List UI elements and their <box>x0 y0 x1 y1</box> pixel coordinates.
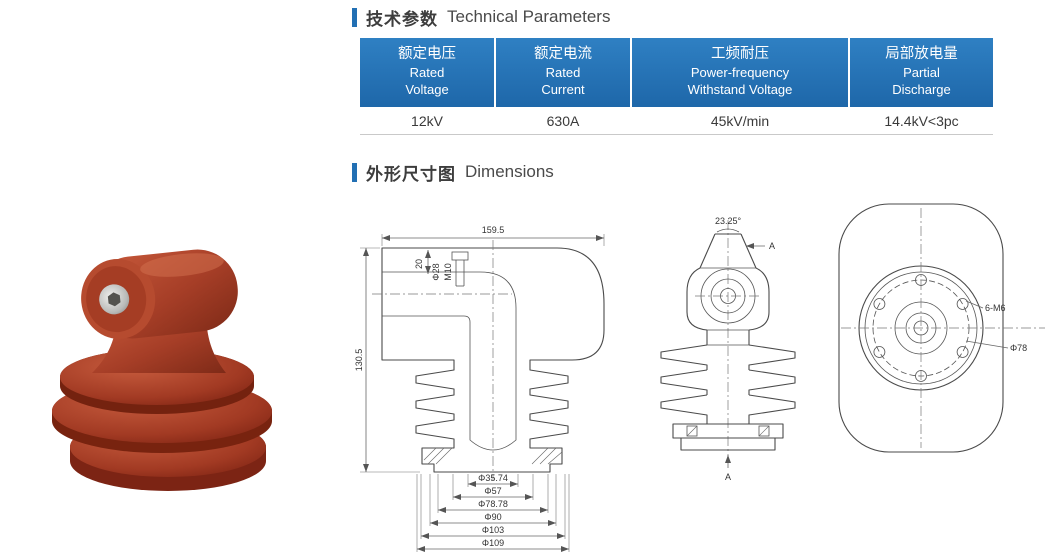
bottom-view-drawing: 6-M6 Φ78 <box>838 203 1045 453</box>
dim-label-depth: 20 <box>414 259 424 269</box>
header-withstand-voltage: 工频耐压 Power-frequency Withstand Voltage <box>632 38 848 107</box>
side-dimensions: 23.25° A A <box>715 216 775 482</box>
value-partial-discharge: 14.4kV<3pc <box>884 112 959 129</box>
product-photo <box>52 249 272 491</box>
section-title-dimensions-en: Dimensions <box>465 162 554 181</box>
dim-label-d6: Φ109 <box>482 538 504 548</box>
dim-label-angle: 23.25° <box>715 216 742 226</box>
section-title-technical-en: Technical Parameters <box>447 7 611 26</box>
dim-label-d1: Φ35.74 <box>478 473 508 483</box>
value-rated-voltage: 12kV <box>411 112 443 129</box>
bolt-holes <box>873 274 969 382</box>
dimension-lines: 159.5 130.5 20 Φ28 M10 Φ35.74 Φ57 Φ78.78… <box>354 225 605 552</box>
dim-label-bore: Φ28 <box>431 263 441 280</box>
header-rated-current: 额定电流 Rated Current <box>496 38 630 107</box>
dim-label-d3: Φ78.78 <box>478 499 508 509</box>
section-label-top: A <box>769 241 775 251</box>
dim-label-d4: Φ90 <box>484 512 501 522</box>
section-accent-bar <box>352 7 357 27</box>
section-title-dimensions-cn: 外形尺寸图 <box>366 164 456 184</box>
dim-label-overall-height: 130.5 <box>354 349 364 372</box>
dim-label-bolt-circle: Φ78 <box>1010 343 1027 353</box>
section-title-technical-cn: 技术参数 <box>366 9 438 29</box>
body-outline <box>372 240 605 480</box>
value-rated-current: 630A <box>546 112 580 129</box>
side-view-drawing: 23.25° A A <box>660 216 796 482</box>
section-header-dimensions: 外形尺寸图 Dimensions <box>352 160 554 184</box>
section-label-bottom: A <box>725 472 731 482</box>
section-accent-bar <box>352 162 357 182</box>
flange-dimensions: 6-M6 Φ78 <box>965 300 1027 353</box>
table-header-row: 额定电压 Rated Voltage 额定电流 Rated Current 工频… <box>360 38 993 107</box>
front-section-view-drawing: 159.5 130.5 20 Φ28 M10 Φ35.74 Φ57 Φ78.78… <box>354 225 605 552</box>
flange-outline <box>838 203 1045 453</box>
dim-label-d2: Φ57 <box>484 486 501 496</box>
value-withstand-voltage: 45kV/min <box>710 112 770 129</box>
flange-hatching <box>423 447 563 465</box>
dim-label-thread: M10 <box>443 263 453 281</box>
insulator-photo-illustration <box>52 249 272 491</box>
header-partial-discharge: 局部放电量 Partial Discharge <box>850 38 993 107</box>
hex-socket <box>107 292 121 307</box>
section-header-technical: 技术参数 Technical Parameters <box>352 5 610 29</box>
dim-label-overall-width: 159.5 <box>482 225 505 235</box>
side-outline <box>660 220 796 462</box>
header-rated-voltage: 额定电压 Rated Voltage <box>360 38 494 107</box>
dim-label-d5: Φ103 <box>482 525 504 535</box>
table-value-row: 12kV 630A 45kV/min 14.4kV<3pc <box>360 107 993 135</box>
dim-label-bolt-holes: 6-M6 <box>985 303 1006 313</box>
technical-parameters-table: 额定电压 Rated Voltage 额定电流 Rated Current 工频… <box>360 38 993 135</box>
